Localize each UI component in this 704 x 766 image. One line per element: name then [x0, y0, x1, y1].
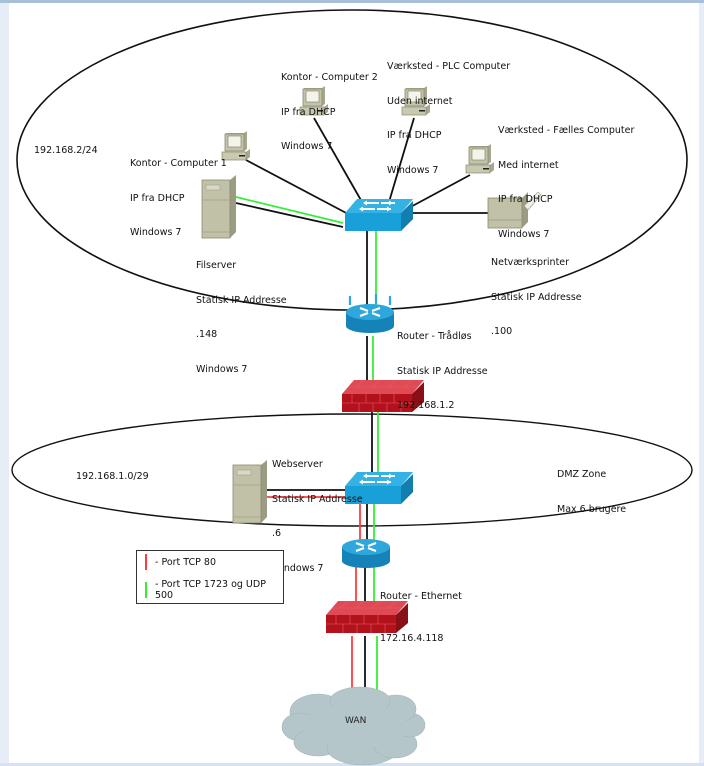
legend-label-tcp80: - Port TCP 80 [155, 556, 217, 568]
faelles-pc-label: Værksted - Fælles Computer Med internet … [498, 102, 634, 252]
lan-subnet-label: 192.168.2/24 [34, 145, 98, 156]
faelles-pc-ip: IP fra DHCP [498, 194, 553, 205]
router-wifi-ip-type: Statisk IP Addresse [397, 365, 488, 377]
router-wifi-ip: 192.168.1.2 [397, 400, 455, 411]
filserver-os: Windows 7 [196, 363, 248, 375]
kontor-pc2-label: Kontor - Computer 2 IP fra DHCP Windows … [281, 49, 378, 164]
kontor-pc1-name: Kontor - Computer 1 [130, 158, 227, 169]
legend-item-tcp1723: - Port TCP 1723 og UDP 500 [145, 579, 283, 601]
wan-label: WAN [345, 716, 367, 726]
wireless-router-icon[interactable] [344, 294, 396, 335]
link-filserver-switch-black [235, 202, 344, 228]
printer-ip: .100 [491, 326, 513, 337]
router-eth-name: Router - Ethernet [380, 591, 462, 602]
window-right-border [699, 3, 704, 763]
webserver-ip: .6 [272, 528, 282, 539]
legend: - Port TCP 80 - Port TCP 1723 og UDP 500 [136, 550, 284, 604]
wan-cloud-icon[interactable] [281, 686, 426, 766]
webserver-icon[interactable] [232, 459, 268, 524]
kontor-pc1-ip: IP fra DHCP [130, 192, 185, 204]
webserver-os: Windows 7 [272, 562, 324, 574]
legend-label-tcp1723: - Port TCP 1723 og UDP 500 [154, 579, 266, 601]
link-faelles-switch [404, 174, 471, 211]
faelles-pc-name: Værksted - Fælles Computer [498, 125, 635, 136]
webserver-ip-type: Statisk IP Addresse [272, 493, 363, 505]
kontor-pc2-name: Kontor - Computer 2 [281, 72, 378, 83]
faelles-pc-internet: Med internet [498, 159, 559, 171]
printer-name: Netværksprinter [491, 257, 570, 268]
filserver-name: Filserver [196, 260, 237, 271]
dmz-zone-ellipse [11, 413, 693, 527]
lan-links [235, 117, 488, 690]
printer-icon[interactable] [487, 191, 542, 229]
filserver-ip: .148 [196, 329, 218, 340]
plc-pc-internet: Uden internet [387, 95, 453, 107]
plc-pc-os: Windows 7 [387, 164, 439, 176]
webserver-name: Webserver [272, 459, 323, 470]
lan-switch-icon[interactable] [344, 198, 414, 232]
router-wifi-name: Router - Trådløs [397, 331, 472, 342]
legend-item-tcp80: - Port TCP 80 [145, 554, 216, 570]
link-filserver-switch-green [235, 196, 344, 224]
link-plc-switch [388, 117, 415, 203]
window-top-border [0, 0, 704, 3]
router-eth-ip: 172.16.4.118 [380, 633, 444, 644]
link-pc2-switch [313, 117, 363, 203]
legend-swatch-red [145, 554, 147, 570]
dmz-zone-note: Max 6 brugere [557, 503, 627, 515]
router-eth-label: Router - Ethernet 172.16.4.118 [380, 562, 462, 660]
kontor-pc1-label: Kontor - Computer 1 IP fra DHCP Windows … [130, 135, 227, 250]
kontor-pc2-ip: IP fra DHCP [281, 106, 336, 118]
printer-label: Netværksprinter Statisk IP Addresse .100 [491, 234, 582, 349]
printer-ip-type: Statisk IP Addresse [491, 291, 582, 303]
filserver-ip-type: Statisk IP Addresse [196, 294, 287, 306]
webserver-label: Webserver Statisk IP Addresse .6 Windows… [272, 436, 363, 586]
faelles-pc-os: Windows 7 [498, 228, 550, 240]
plc-pc-ip: IP fra DHCP [387, 130, 442, 141]
plc-pc-label: Værksted - PLC Computer Uden internet IP… [387, 38, 510, 188]
dmz-zone-label: DMZ Zone Max 6 brugere [557, 446, 626, 527]
window-left-border [0, 3, 9, 763]
kontor-pc2-os: Windows 7 [281, 141, 333, 152]
legend-swatch-green [145, 582, 147, 598]
link-pc1-switch [245, 159, 351, 216]
kontor-pc1-os: Windows 7 [130, 227, 182, 238]
dmz-subnet-label: 192.168.1.0/29 [76, 471, 149, 482]
filserver-label: Filserver Statisk IP Addresse .148 Windo… [196, 237, 287, 387]
plc-pc-name: Værksted - PLC Computer [387, 61, 511, 72]
router-wifi-label: Router - Trådløs Statisk IP Addresse 192… [397, 308, 488, 423]
dmz-zone-name: DMZ Zone [557, 469, 607, 480]
